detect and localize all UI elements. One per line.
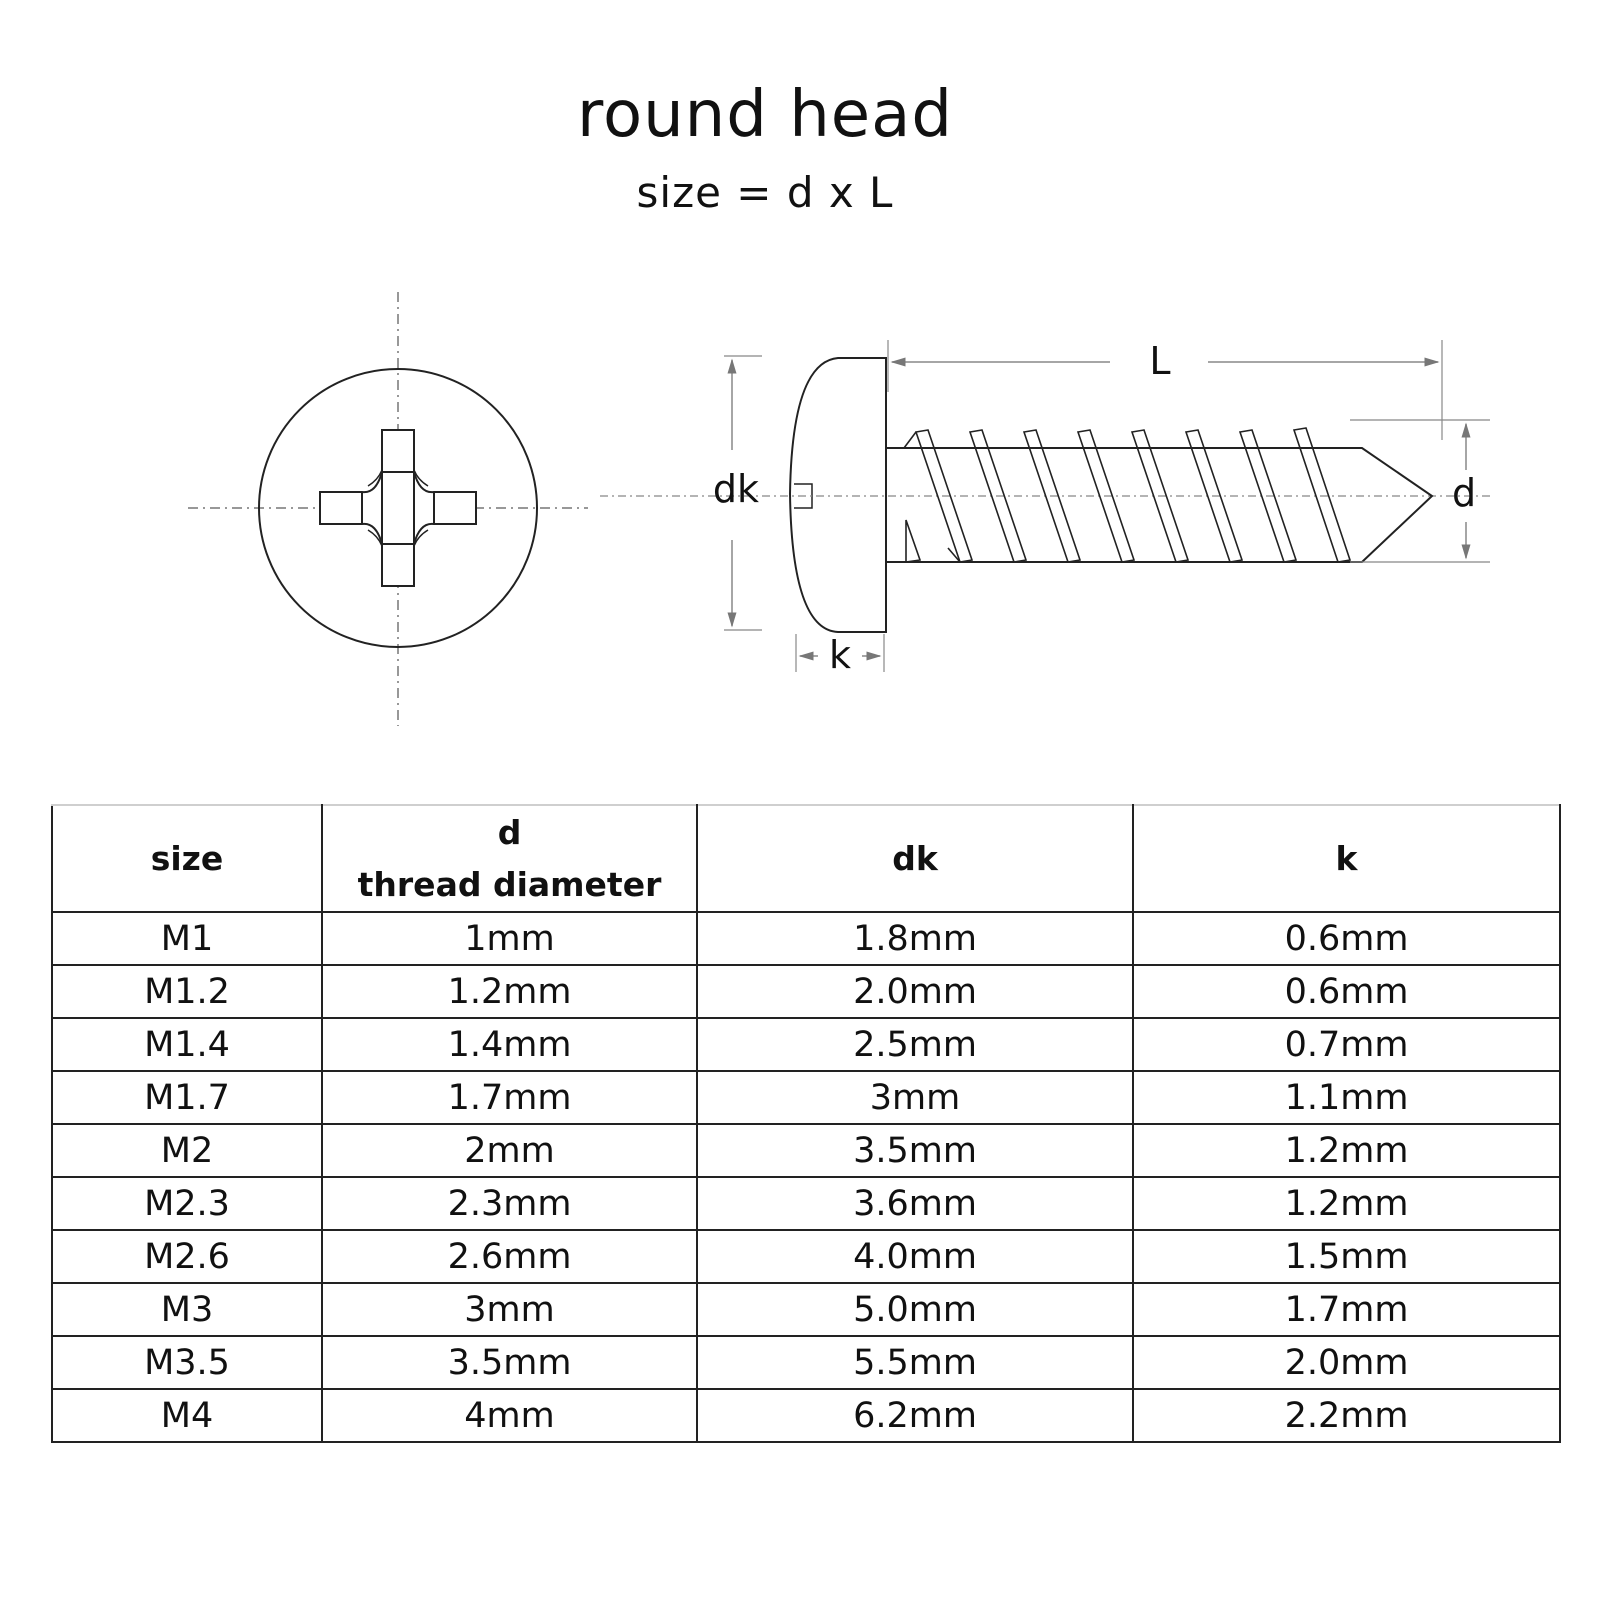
cell-k: 2.2mm [1132,1388,1561,1443]
header-size: size [51,804,323,913]
cell-size: M3.5 [51,1335,323,1390]
cell-size: M1.7 [51,1070,323,1125]
cell-size: M1.2 [51,964,323,1019]
header-d-symbol: d [497,813,522,853]
cell-d: 4mm [321,1388,698,1443]
label-k: k [829,633,851,677]
cell-k: 0.6mm [1132,911,1561,966]
phillips-recess-icon [319,429,477,587]
cell-k: 1.2mm [1132,1176,1561,1231]
cell-dk: 6.2mm [696,1388,1134,1443]
cell-dk: 3.6mm [696,1176,1134,1231]
cell-k: 1.1mm [1132,1070,1561,1125]
cell-d: 1.2mm [321,964,698,1019]
cell-dk: 5.5mm [696,1335,1134,1390]
cell-size: M4 [51,1388,323,1443]
cell-size: M2.3 [51,1176,323,1231]
cell-k: 1.5mm [1132,1229,1561,1284]
cell-dk: 3.5mm [696,1123,1134,1178]
label-dk: dk [713,467,759,511]
screw-diagram: L dk d k [188,292,1494,726]
header-d-description: thread diameter [357,864,662,904]
cell-d: 1.4mm [321,1017,698,1072]
cell-d: 2.3mm [321,1176,698,1231]
cell-dk: 2.5mm [696,1017,1134,1072]
head-top-view [188,292,588,726]
cell-size: M1 [51,911,323,966]
table-header-row: size d thread diameter dk k [51,804,1561,913]
cell-dk: 1.8mm [696,911,1134,966]
cell-d: 3mm [321,1282,698,1337]
cell-d: 2mm [321,1123,698,1178]
cell-size: M2.6 [51,1229,323,1284]
cell-d: 1.7mm [321,1070,698,1125]
cell-k: 1.7mm [1132,1282,1561,1337]
cell-dk: 2.0mm [696,964,1134,1019]
cell-d: 3.5mm [321,1335,698,1390]
label-L: L [1149,339,1170,383]
header-k: k [1132,804,1561,913]
cell-size: M1.4 [51,1017,323,1072]
screw-side-view [600,340,1494,672]
thread-lines [903,427,1352,563]
label-d: d [1452,471,1476,515]
header-d: d thread diameter [321,804,698,913]
cell-d: 1mm [321,911,698,966]
cell-k: 1.2mm [1132,1123,1561,1178]
cell-k: 0.7mm [1132,1017,1561,1072]
cell-k: 0.6mm [1132,964,1561,1019]
cell-size: M2 [51,1123,323,1178]
header-dk: dk [696,804,1134,913]
cell-d: 2.6mm [321,1229,698,1284]
page-title: round head [577,78,953,152]
cell-dk: 3mm [696,1070,1134,1125]
cell-k: 2.0mm [1132,1335,1561,1390]
cell-dk: 4.0mm [696,1229,1134,1284]
cell-dk: 5.0mm [696,1282,1134,1337]
page-subtitle: size = d x L [636,168,894,217]
cell-size: M3 [51,1282,323,1337]
